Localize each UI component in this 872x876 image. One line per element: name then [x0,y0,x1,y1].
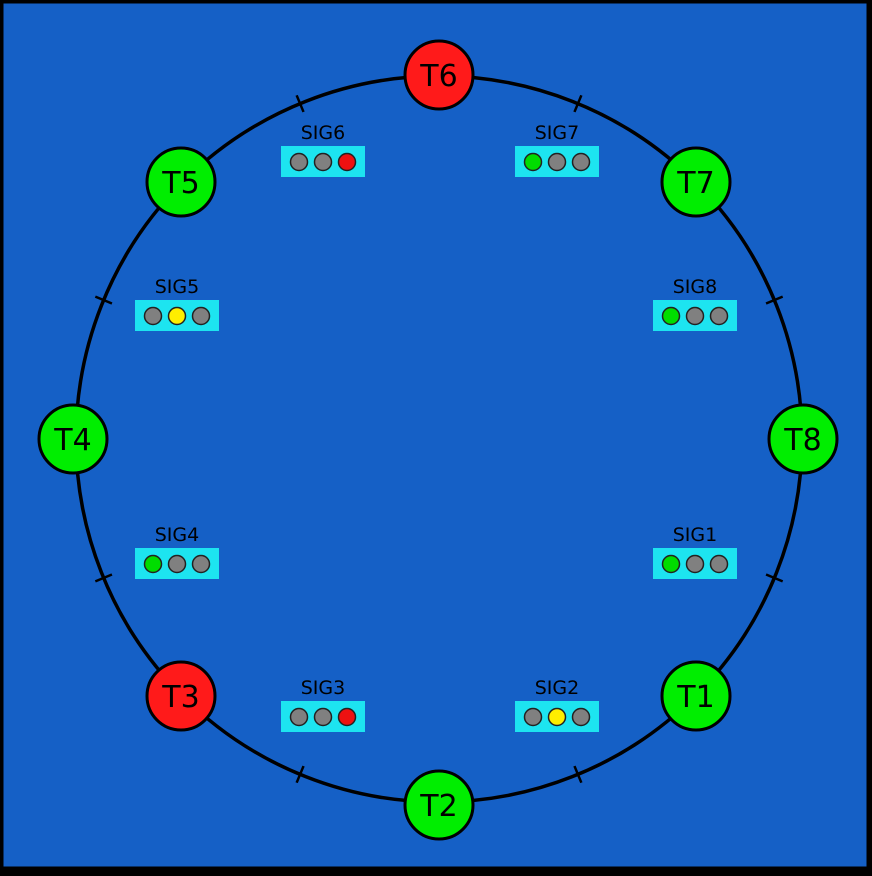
train-marker [660,660,732,732]
signal-lamp-red [709,306,729,326]
signal-lamp-green [523,152,543,172]
signal-lamp-yellow [167,554,187,574]
signal-sig3[interactable]: SIG3 [281,677,365,732]
train-t8[interactable]: T8 [767,403,839,475]
signal-label: SIG3 [301,677,345,699]
signal-lamp-yellow [313,152,333,172]
track-tick-6 [295,94,305,113]
signal-lamp-yellow [313,707,333,727]
track-tick-2 [573,765,583,784]
signal-sig1[interactable]: SIG1 [653,524,737,579]
signal-sig8[interactable]: SIG8 [653,276,737,331]
signal-lamp-red [337,152,357,172]
signal-sig6[interactable]: SIG6 [281,122,365,177]
signal-label: SIG4 [155,524,199,546]
signal-lamp-red [191,306,211,326]
signal-lamp-yellow [547,707,567,727]
signal-lamp-yellow [685,306,705,326]
train-t4[interactable]: T4 [37,403,109,475]
train-t5[interactable]: T5 [145,146,217,218]
signal-lamp-green [289,152,309,172]
train-marker [145,660,217,732]
signal-label: SIG6 [301,122,345,144]
track-tick-8 [765,295,784,305]
train-label: T1 [676,680,714,715]
signal-lamp-yellow [685,554,705,574]
signal-lamp-red [571,152,591,172]
train-marker [403,769,475,841]
signal-lamp-yellow [167,306,187,326]
train-label: T2 [419,789,457,824]
train-marker [37,403,109,475]
train-label: T3 [161,680,199,715]
train-t3[interactable]: T3 [145,660,217,732]
train-marker [660,146,732,218]
signal-label: SIG7 [535,122,579,144]
signal-lamp-green [661,306,681,326]
track-tick-4 [94,573,113,583]
signal-sig7[interactable]: SIG7 [515,122,599,177]
track-tick-7 [573,94,583,113]
signal-lamp-red [571,707,591,727]
signal-label: SIG8 [673,276,717,298]
signal-lamp-green [143,554,163,574]
train-marker [767,403,839,475]
track-tick-5 [94,295,113,305]
train-label: T7 [676,166,714,201]
signal-sig4[interactable]: SIG4 [135,524,219,579]
signal-label: SIG1 [673,524,717,546]
signal-lamp-green [523,707,543,727]
train-marker [403,39,475,111]
train-t2[interactable]: T2 [403,769,475,841]
train-t7[interactable]: T7 [660,146,732,218]
signal-lamp-yellow [547,152,567,172]
train-label: T5 [161,166,199,201]
track-tick-3 [295,765,305,784]
signal-lamp-red [337,707,357,727]
train-t1[interactable]: T1 [660,660,732,732]
signal-lamp-green [289,707,309,727]
signal-lamp-green [143,306,163,326]
signal-lamp-red [709,554,729,574]
train-t6[interactable]: T6 [403,39,475,111]
train-label: T4 [53,423,91,458]
signal-sig2[interactable]: SIG2 [515,677,599,732]
signal-lamp-red [191,554,211,574]
signal-lamp-green [661,554,681,574]
train-label: T6 [419,59,457,94]
train-label: T8 [783,423,821,458]
track-block-markers [94,94,784,784]
signal-sig5[interactable]: SIG5 [135,276,219,331]
signal-label: SIG2 [535,677,579,699]
track-tick-1 [765,573,784,583]
train-marker [145,146,217,218]
signal-label: SIG5 [155,276,199,298]
